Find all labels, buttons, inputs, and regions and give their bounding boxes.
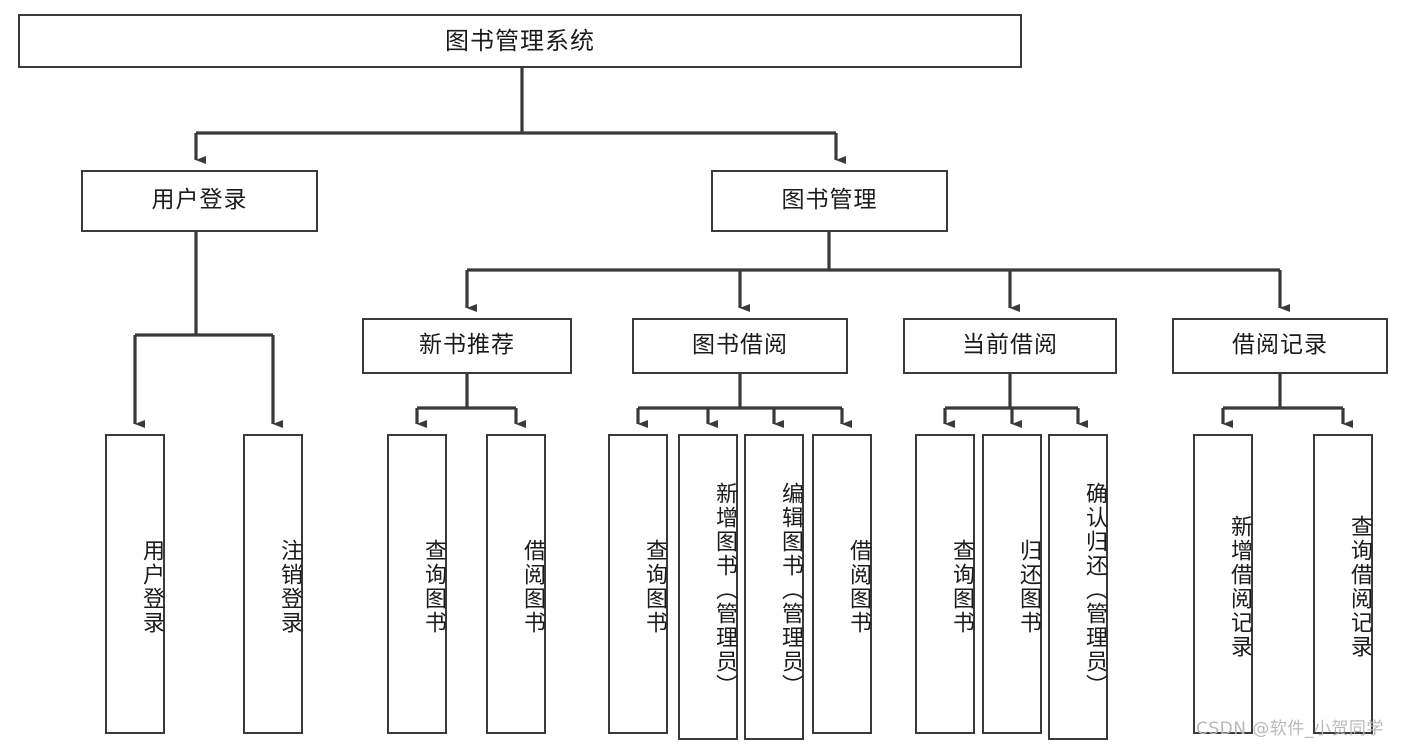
node-leaf-user-logout-label: 注销登录 — [277, 539, 302, 635]
node-leaf-add-book[interactable]: 新增图书（管理员） — [678, 434, 738, 740]
node-current-borrow[interactable]: 当前借阅 — [903, 318, 1117, 374]
node-current-borrow-label: 当前借阅 — [962, 332, 1058, 359]
node-leaf-borrow-book-1-label: 借阅图书 — [520, 539, 545, 635]
node-leaf-add-record[interactable]: 新增借阅记录 — [1193, 434, 1253, 734]
node-leaf-query-record[interactable]: 查询借阅记录 — [1313, 434, 1373, 734]
node-leaf-borrow-book-1[interactable]: 借阅图书 — [486, 434, 546, 734]
csdn-watermark: CSDN @软件_小贺同学 — [1196, 719, 1384, 739]
node-user-login-label: 用户登录 — [151, 187, 248, 214]
node-leaf-return-book[interactable]: 归还图书 — [982, 434, 1042, 734]
node-leaf-add-book-label: 新增图书（管理员） — [712, 482, 737, 698]
node-root[interactable]: 图书管理系统 — [18, 14, 1022, 68]
node-leaf-query-record-label: 查询借阅记录 — [1347, 515, 1372, 659]
node-new-book-rec[interactable]: 新书推荐 — [362, 318, 572, 374]
node-leaf-user-logout[interactable]: 注销登录 — [243, 434, 303, 734]
node-leaf-query-book-1-label: 查询图书 — [421, 539, 446, 635]
node-root-label: 图书管理系统 — [445, 26, 595, 55]
node-borrow-record[interactable]: 借阅记录 — [1172, 318, 1388, 374]
node-leaf-confirm-return-label: 确认归还（管理员） — [1082, 482, 1107, 698]
node-leaf-edit-book[interactable]: 编辑图书（管理员） — [744, 434, 804, 740]
node-borrow-record-label: 借阅记录 — [1232, 332, 1328, 359]
node-leaf-user-login[interactable]: 用户登录 — [105, 434, 165, 734]
node-user-login[interactable]: 用户登录 — [81, 170, 318, 232]
node-leaf-query-book-3-label: 查询图书 — [949, 539, 974, 635]
node-leaf-return-book-label: 归还图书 — [1016, 539, 1041, 635]
node-leaf-query-book-2-label: 查询图书 — [642, 539, 667, 635]
node-book-manage-label: 图书管理 — [781, 187, 878, 214]
node-leaf-query-book-3[interactable]: 查询图书 — [915, 434, 975, 734]
node-leaf-borrow-book-2-label: 借阅图书 — [846, 539, 871, 635]
node-leaf-edit-book-label: 编辑图书（管理员） — [778, 482, 803, 698]
node-leaf-query-book-2[interactable]: 查询图书 — [608, 434, 668, 734]
node-leaf-add-record-label: 新增借阅记录 — [1227, 515, 1252, 659]
node-book-manage[interactable]: 图书管理 — [711, 170, 948, 232]
node-leaf-borrow-book-2[interactable]: 借阅图书 — [812, 434, 872, 734]
node-leaf-user-login-label: 用户登录 — [139, 539, 164, 635]
node-new-book-rec-label: 新书推荐 — [419, 332, 515, 359]
node-leaf-query-book-1[interactable]: 查询图书 — [387, 434, 447, 734]
node-book-borrow-label: 图书借阅 — [692, 332, 788, 359]
node-leaf-confirm-return[interactable]: 确认归还（管理员） — [1048, 434, 1108, 740]
node-book-borrow[interactable]: 图书借阅 — [632, 318, 848, 374]
